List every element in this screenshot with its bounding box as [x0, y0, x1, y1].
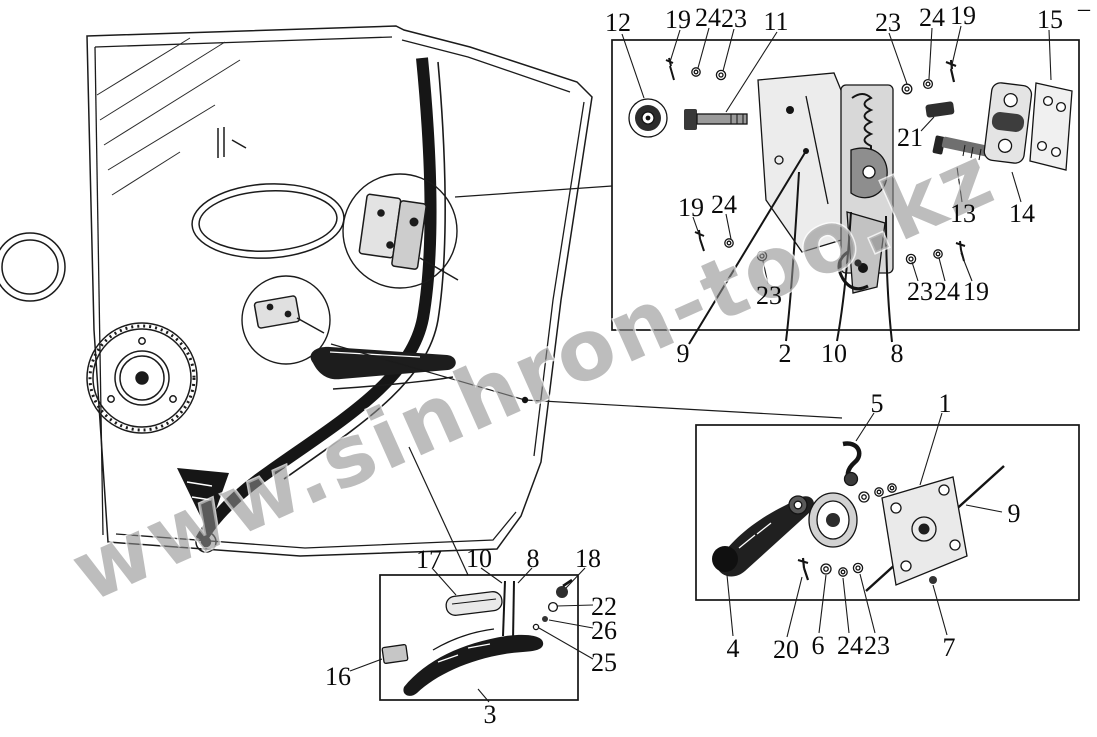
callout-leader-lines: [349, 25, 1052, 703]
washer-part: [691, 67, 727, 81]
callout-20: 20: [773, 635, 799, 664]
ring-part: [547, 601, 559, 613]
callout-11: 11: [763, 7, 788, 36]
door-outline: [86, 25, 593, 557]
detail-connector-lines: [330, 185, 843, 576]
callout-6: 6: [812, 631, 825, 660]
striker-backplate-part: [1029, 82, 1073, 171]
striker-plate-part: [983, 82, 1033, 164]
rosette-part: [808, 492, 858, 548]
callout-17: 17: [416, 545, 442, 574]
callout-23: 23: [907, 277, 933, 306]
grommet-part: [628, 98, 668, 138]
crank-handle-part: [712, 495, 814, 577]
callout-23: 23: [864, 631, 890, 660]
callout-18: 18: [575, 544, 601, 573]
callout-5: 5: [871, 389, 884, 418]
frame-clip: [217, 127, 225, 158]
callout-26: 26: [591, 616, 617, 645]
callout-24: 24: [695, 3, 721, 32]
lock-link-rods: [688, 150, 893, 345]
callout-23: 23: [875, 8, 901, 37]
handle-area-circle: [241, 275, 331, 365]
callout-23: 23: [721, 4, 747, 33]
regulator-detail: [695, 424, 1080, 601]
callout-19: 19: [678, 193, 704, 222]
speaker-opening: [86, 322, 198, 434]
callout-8: 8: [527, 544, 540, 573]
door-side-cutout: [0, 232, 66, 302]
armrest-part: [310, 346, 456, 390]
lock-spring: [851, 93, 874, 156]
callout-labels: 12 19 24 23 11 23 24 19 15 21 13 14 19 2…: [325, 1, 1063, 729]
screw-part: [932, 135, 989, 161]
callout-15: 15: [1037, 5, 1063, 34]
washer-part: [542, 616, 548, 622]
callout-19: 19: [665, 5, 691, 34]
callout-24: 24: [711, 190, 737, 219]
callout-24: 24: [837, 631, 863, 660]
callout-12: 12: [605, 8, 631, 37]
washer-part: [724, 238, 943, 265]
callout-10: 10: [821, 339, 847, 368]
door-panel-drawing: [0, 25, 593, 557]
screw-part: [797, 557, 810, 581]
spring-clip-part: [842, 441, 862, 487]
washer-part: [532, 623, 540, 631]
callout-10: 10: [466, 544, 492, 573]
lock-detail: [611, 39, 1080, 345]
callout-24: 24: [934, 277, 960, 306]
mounting-plate-part: [881, 476, 968, 586]
callout-9: 9: [677, 339, 690, 368]
callout-25: 25: [591, 648, 617, 677]
handle-detail: [379, 574, 579, 701]
bolt-part: [925, 101, 955, 118]
door-oval-cutout: [191, 183, 345, 259]
callout-9: 9: [1008, 499, 1021, 528]
washer-part: [901, 78, 934, 95]
corner-mark: –: [1077, 0, 1091, 22]
callout-7: 7: [943, 633, 956, 662]
bolt-part: [684, 109, 748, 130]
washer-part: [820, 562, 864, 577]
gasket-part: [381, 644, 409, 664]
screw-part: [694, 229, 705, 252]
lock-mechanism-in-door: [358, 193, 459, 281]
callout-23: 23: [756, 281, 782, 310]
callout-16: 16: [325, 662, 351, 691]
frame-hatching: [96, 37, 241, 196]
trim-strip-part: [445, 591, 503, 616]
washer-part: [858, 483, 897, 503]
callout-19: 19: [963, 277, 989, 306]
inner-handle-in-door: [253, 295, 325, 334]
outer-handle-part: [403, 628, 544, 696]
lock-area-circle: [342, 173, 458, 289]
callout-14: 14: [1009, 199, 1035, 228]
callout-24: 24: [919, 3, 945, 32]
callout-8: 8: [891, 339, 904, 368]
lock-cylinder-clip-part: [556, 578, 573, 598]
callout-21: 21: [897, 123, 923, 152]
handle-rod-part: [502, 580, 515, 642]
callout-22: 22: [591, 592, 617, 621]
callout-3: 3: [484, 700, 497, 729]
callout-19: 19: [950, 1, 976, 30]
callout-4: 4: [727, 634, 740, 663]
callout-13: 13: [950, 199, 976, 228]
callout-2: 2: [779, 339, 792, 368]
lock-body-part: [757, 72, 894, 294]
callout-1: 1: [939, 389, 952, 418]
corner-bracket-part: [177, 468, 229, 553]
